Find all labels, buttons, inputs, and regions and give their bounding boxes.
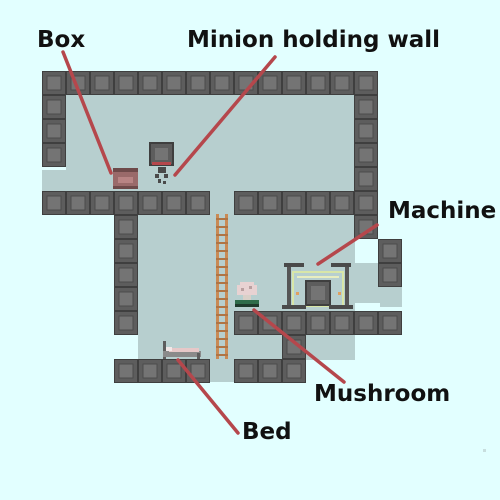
callout-line-box — [61, 50, 113, 175]
wall-tile — [234, 191, 258, 215]
wall-tile — [186, 71, 210, 95]
wall-tile — [258, 359, 282, 383]
wall-tile — [306, 191, 330, 215]
bed — [163, 341, 201, 359]
mushroom — [235, 282, 259, 307]
ladder-rung — [216, 242, 228, 244]
label-mushroom: Mushroom — [314, 381, 451, 407]
room-area — [42, 170, 66, 192]
wall-tile — [234, 359, 258, 383]
wall-tile — [234, 311, 258, 335]
ladder-rung — [216, 290, 228, 292]
wall-tile — [378, 263, 402, 287]
callout-line-minion — [173, 55, 277, 177]
wall-tile — [138, 191, 162, 215]
ladder-rung — [216, 306, 228, 308]
wall-tile — [306, 311, 330, 335]
wall-tile — [90, 71, 114, 95]
wall-tile — [162, 191, 186, 215]
wall-tile — [114, 287, 138, 311]
wall-tile — [114, 263, 138, 287]
box — [113, 168, 138, 189]
room-area — [380, 287, 402, 307]
ladder-rung — [216, 282, 228, 284]
wall-tile — [354, 191, 378, 215]
wall-tile — [354, 143, 378, 167]
wall-tile — [42, 191, 66, 215]
ladder-rung — [216, 330, 228, 332]
wall-tile — [306, 71, 330, 95]
wall-tile — [114, 215, 138, 239]
label-bed: Bed — [242, 419, 292, 445]
minion-holding-wall — [149, 142, 174, 184]
wall-tile — [114, 311, 138, 335]
wall-tile — [186, 359, 210, 383]
wall-tile — [282, 71, 306, 95]
wall-tile — [330, 71, 354, 95]
ladder-rung — [216, 354, 228, 356]
label-minion-holding-wall: Minion holding wall — [187, 27, 440, 53]
ladder-rung — [216, 298, 228, 300]
wall-tile — [42, 71, 66, 95]
machine — [282, 263, 353, 309]
ladder-rung — [216, 274, 228, 276]
wall-tile — [234, 71, 258, 95]
wall-tile — [282, 311, 306, 335]
ladder-rung — [216, 322, 228, 324]
room-area — [66, 94, 355, 192]
wall-tile — [354, 71, 378, 95]
wall-tile — [258, 191, 282, 215]
wall-tile — [330, 311, 354, 335]
wall-tile — [258, 71, 282, 95]
wall-tile — [90, 191, 114, 215]
callout-line-bed — [176, 358, 240, 435]
wall-tile — [354, 311, 378, 335]
label-machine: Machine — [388, 198, 497, 224]
wall-tile — [162, 71, 186, 95]
wall-tile — [42, 95, 66, 119]
wall-tile — [330, 191, 354, 215]
room-area — [355, 263, 380, 303]
wall-tile — [42, 119, 66, 143]
wall-tile — [282, 191, 306, 215]
wall-tile — [354, 167, 378, 191]
ladder-rung — [216, 226, 228, 228]
label-box: Box — [37, 27, 86, 53]
corner-dot — [483, 449, 486, 452]
wall-tile — [114, 191, 138, 215]
wall-tile — [138, 71, 162, 95]
wall-tile — [354, 119, 378, 143]
callout-line-machine — [316, 223, 379, 266]
room-area — [210, 192, 234, 382]
ladder-rung — [216, 314, 228, 316]
wall-tile — [186, 191, 210, 215]
ladder-rung — [216, 346, 228, 348]
ladder-rung — [216, 338, 228, 340]
ladder-rung — [216, 266, 228, 268]
wall-tile — [210, 71, 234, 95]
wall-tile — [114, 71, 138, 95]
callout-line-mushroom — [252, 308, 346, 384]
ladder-rail — [225, 214, 228, 359]
ladder-rung — [216, 250, 228, 252]
wall-tile — [282, 359, 306, 383]
wall-tile — [42, 143, 66, 167]
wall-tile — [114, 239, 138, 263]
wall-tile — [282, 335, 306, 359]
wall-tile — [378, 311, 402, 335]
wall-tile — [354, 95, 378, 119]
callout-lines — [61, 50, 379, 435]
wall-tile — [66, 191, 90, 215]
ladder — [216, 214, 228, 359]
ladder-rung — [216, 234, 228, 236]
ladder-rung — [216, 258, 228, 260]
wall-tile — [114, 359, 138, 383]
ladder-rung — [216, 218, 228, 220]
wall-tile — [378, 239, 402, 263]
wall-tile — [138, 359, 162, 383]
ladder-rail — [216, 214, 219, 359]
